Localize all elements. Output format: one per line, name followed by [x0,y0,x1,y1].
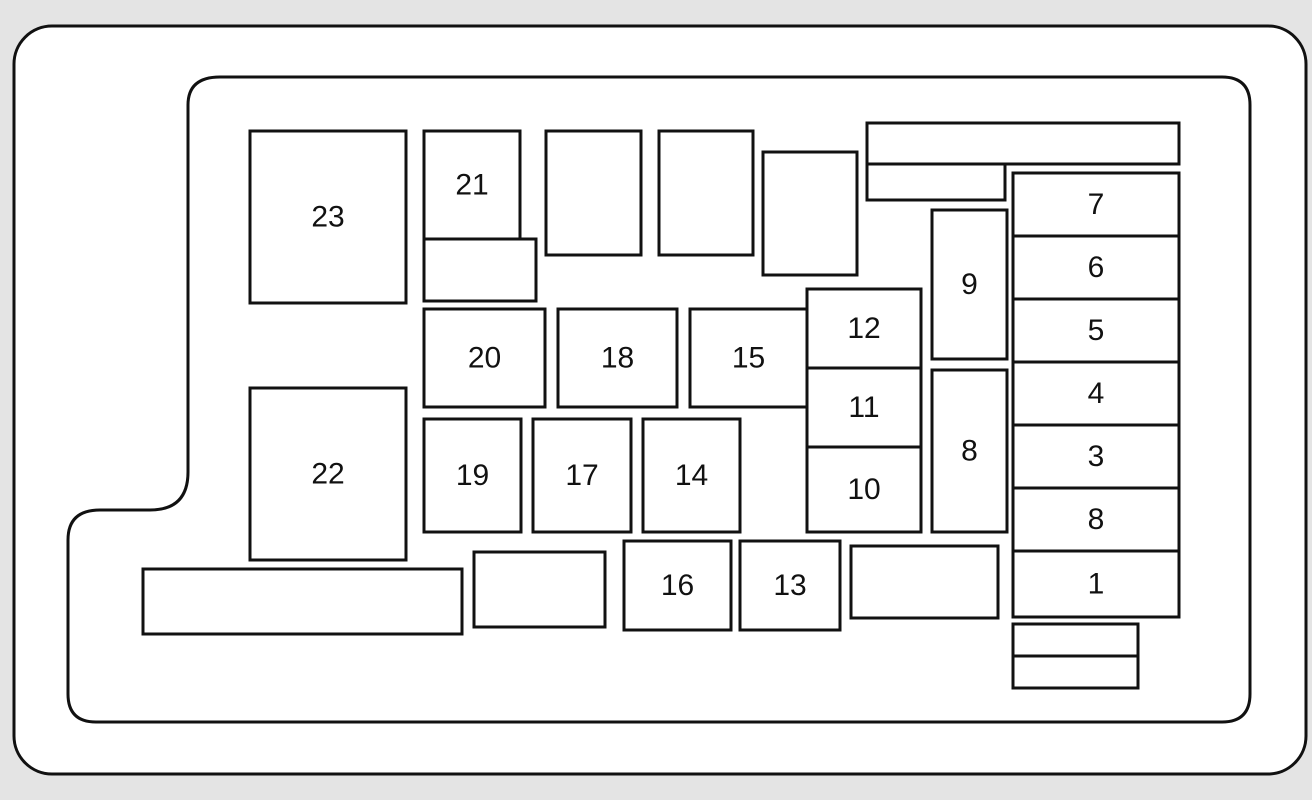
fuse-slot-label: 9 [961,268,978,301]
fuse-slot-19: 19 [422,417,523,534]
fuse-slot-3: 3 [1011,423,1181,490]
fuse-slot-label: 4 [1088,377,1105,410]
fuse-slot-box [1011,234,1181,301]
fuse-slot-label: 17 [565,459,598,492]
fuse-slot-box [422,237,538,303]
fuse-slot-box [1011,654,1140,690]
fuse-slot-box [422,417,523,534]
fuse-slot-8b: 8 [1011,486,1181,553]
fuse-slot-box [1011,423,1181,490]
fuse-slot-9: 9 [930,208,1009,361]
fuse-slot-box [738,539,842,632]
fuse-slot-box [641,417,742,534]
fuse-slot-bottom-right-wide [849,544,1000,620]
fuse-slot-box [930,208,1009,361]
fuse-slot-box [248,129,408,305]
fuse-slot-14: 14 [641,417,742,534]
fuse-slot-1: 1 [1011,549,1181,619]
fuse-slot-8: 8 [930,368,1009,534]
fuse-slot-18: 18 [556,307,679,409]
fuse-slot-box [472,550,607,629]
fuse-slot-label: 6 [1088,251,1105,284]
fuse-slot-top-right-wide [865,121,1181,166]
fuse-slot-11: 11 [805,366,923,449]
fuse-slot-20: 20 [422,307,547,409]
fuse-slot-box [761,150,859,277]
fuse-slot-13: 13 [738,539,842,632]
fuse-slot-top-b [657,129,755,257]
fuse-slot-box [805,445,923,534]
fuse-slot-label: 18 [601,342,634,375]
fuse-slot-box [865,121,1181,166]
fuse-slot-box [422,307,547,409]
fuse-slot-label: 14 [675,459,708,492]
fuse-slot-label: 1 [1088,568,1105,601]
fuse-slot-box [1011,297,1181,364]
fuse-slot-box [805,366,923,449]
fuse-slot-label: 21 [455,169,488,202]
fuse-slot-bottom-right-b [1011,654,1140,690]
fuse-slots: 23 21 9 7 6 5 4 3 8 1 20 18 15 12 11 10 8 22 19 17 14 16 13 [141,121,1181,690]
fuse-slot-label: 11 [848,391,879,424]
fuse-slot-box [622,539,733,632]
fuse-slot-label: 13 [773,569,806,602]
fuse-slot-bottom-right-a [1011,622,1140,658]
fuse-slot-box [1011,360,1181,427]
fuse-slot-17: 17 [531,417,633,534]
fuse-slot-top-c [761,150,859,277]
fuse-slot-label: 8 [961,435,978,468]
fuse-slot-10: 10 [805,445,923,534]
fuse-slot-22: 22 [248,386,408,562]
fuse-slot-label: 12 [847,312,880,345]
fuse-slot-label: 22 [311,458,344,491]
fuse-slot-15: 15 [688,307,809,409]
fuse-slot-16: 16 [622,539,733,632]
fuse-slot-label: 10 [847,473,880,506]
fuse-slot-box [556,307,679,409]
fuse-slot-21-lower [422,237,538,303]
fuse-slot-label: 23 [311,201,344,234]
fuse-slot-label: 5 [1088,314,1105,347]
fuse-slot-bottom-mid [472,550,607,629]
fuse-slot-box [1011,622,1140,658]
fuse-slot-box [805,287,923,370]
fuse-slot-4: 4 [1011,360,1181,427]
fuse-slot-bottom-long [141,567,464,636]
fuse-slot-label: 16 [661,569,694,602]
fuse-slot-label: 8 [1088,503,1105,536]
fuse-slot-box [930,368,1009,534]
fuse-slot-box [422,129,522,241]
fuse-slot-top-a [544,129,643,257]
fuse-slot-23: 23 [248,129,408,305]
fuse-slot-6: 6 [1011,234,1181,301]
fuse-slot-label: 19 [456,459,489,492]
fuse-slot-box [248,386,408,562]
fuse-slot-box [531,417,633,534]
fuse-slot-21: 21 [422,129,522,241]
fuse-slot-top-right-small [865,162,1007,202]
fuse-slot-7: 7 [1011,171,1181,238]
fuse-slot-label: 7 [1088,188,1105,221]
fuse-slot-label: 15 [732,342,765,375]
fuse-slot-12: 12 [805,287,923,370]
fuse-slot-label: 20 [468,342,501,375]
fuse-slot-box [544,129,643,257]
fuse-slot-box [1011,549,1181,619]
fuse-slot-box [865,162,1007,202]
fuse-slot-box [141,567,464,636]
fuse-slot-label: 3 [1088,440,1105,473]
fuse-slot-box [849,544,1000,620]
fuse-slot-box [657,129,755,257]
fuse-slot-5: 5 [1011,297,1181,364]
